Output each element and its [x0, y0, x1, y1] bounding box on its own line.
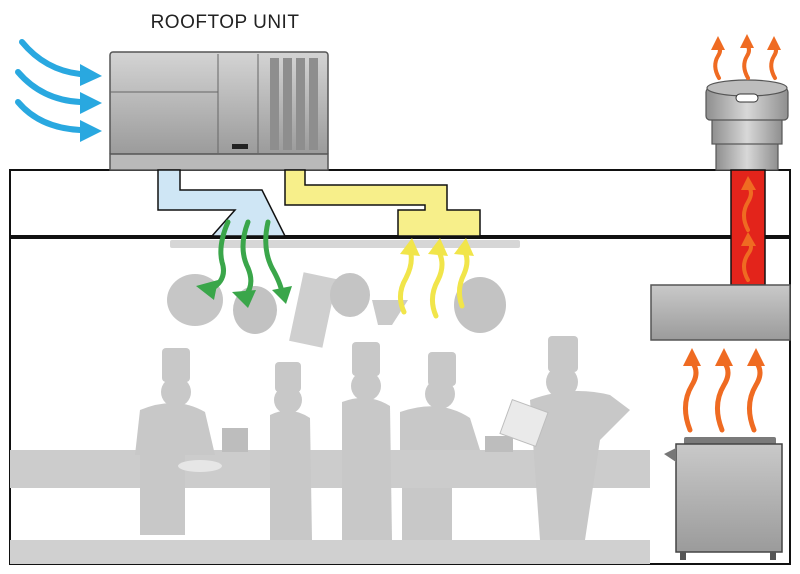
counter-pot [485, 436, 513, 452]
held-pot [499, 398, 549, 448]
exhaust-hood [650, 284, 791, 341]
unit-badge [232, 144, 248, 149]
intake-arrow-icon [15, 69, 83, 105]
hanging-ladle [330, 273, 370, 317]
chef-silhouette [530, 336, 630, 540]
discharge-arrow-icon [713, 44, 722, 80]
supply-duct [157, 169, 287, 237]
outside-air-intake-arrows [15, 39, 102, 142]
plate [178, 460, 222, 472]
cooking-appliance [664, 437, 783, 560]
return-arrow-icon [456, 247, 470, 309]
chef-silhouette [400, 352, 480, 540]
return-duct [284, 169, 481, 237]
supply-arrow-icon [263, 219, 285, 295]
intake-arrow-icon [19, 39, 83, 77]
chef-silhouette [342, 342, 392, 540]
intake-arrow-icon [15, 99, 83, 133]
supply-air-arrows [196, 219, 292, 308]
chef-silhouette [270, 362, 312, 540]
supply-arrow-icon [240, 219, 254, 299]
hanging-funnel [372, 300, 408, 325]
exhaust-duct-arrows [741, 176, 756, 282]
hanging-pan [454, 277, 506, 333]
fan-discharge-arrows [711, 34, 781, 80]
heat-arrow-icon [683, 359, 699, 433]
discharge-arrow-icon [769, 44, 778, 80]
fan-label-plate [735, 93, 759, 103]
kitchen-silhouette [10, 240, 650, 564]
heat-rise-arrows [683, 348, 765, 433]
chef-silhouette [135, 348, 215, 535]
return-air-arrows [398, 238, 474, 319]
heat-arrow-icon [747, 359, 763, 433]
vent-slat [309, 58, 318, 150]
vent-slat [270, 58, 279, 150]
supply-arrow-icon [207, 219, 231, 293]
exhaust-fan [705, 79, 789, 171]
rooftop-unit-label: ROOFTOP UNIT [150, 12, 300, 33]
heat-arrow-icon [715, 359, 731, 433]
rooftop-unit [109, 51, 329, 171]
vent-slat [283, 58, 292, 150]
pot-rack [170, 240, 520, 248]
counter-pot [222, 428, 248, 452]
vent-slat [296, 58, 305, 150]
discharge-arrow-icon [742, 42, 751, 80]
floor-strip [10, 540, 650, 564]
appliance-handle [664, 448, 676, 462]
return-arrow-icon [398, 247, 414, 315]
hanging-grater [289, 272, 337, 348]
return-arrow-icon [430, 247, 445, 319]
